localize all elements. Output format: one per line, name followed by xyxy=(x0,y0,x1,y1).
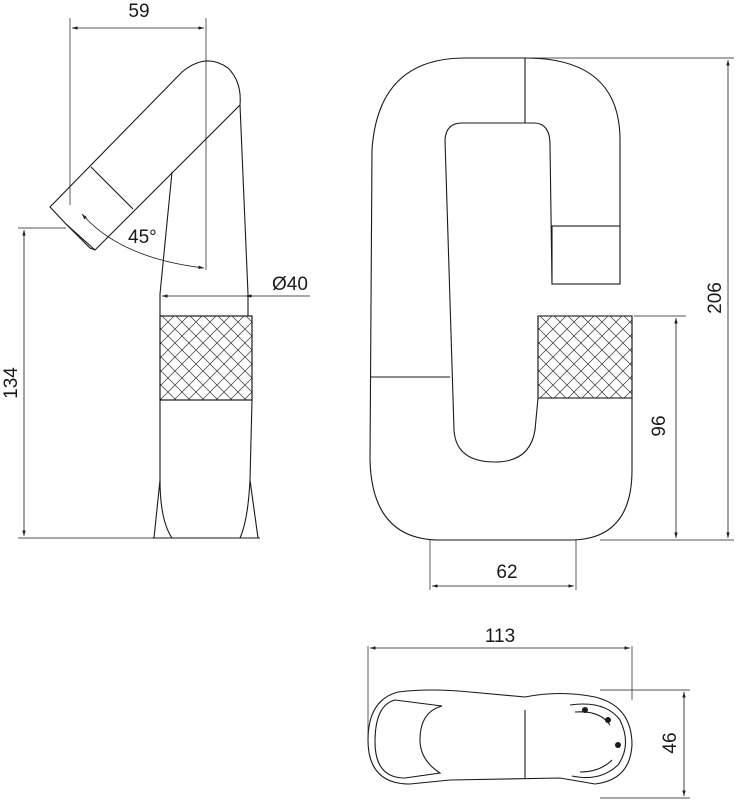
front-knurl-collar xyxy=(537,315,633,399)
front-view: 62 206 96 xyxy=(369,57,734,590)
dim-top-depth: 46 xyxy=(660,732,681,753)
dim-base-diameter: Ø40 xyxy=(272,274,308,295)
top-outer-outline xyxy=(367,689,633,785)
top-view: 113 46 xyxy=(367,626,690,799)
dim-spout-angle: 45° xyxy=(128,227,157,248)
dim-side-height: 134 xyxy=(1,367,22,399)
side-spout-ring xyxy=(90,166,134,210)
top-knurl-handle xyxy=(569,703,627,779)
front-outer-outline xyxy=(369,57,633,541)
dim-front-base-width: 62 xyxy=(496,562,517,583)
side-body xyxy=(159,104,249,316)
side-spout-arm xyxy=(49,60,241,251)
side-base xyxy=(153,399,259,539)
dim-front-total-height: 206 xyxy=(705,282,726,314)
side-view: 59 45° Ø40 134 xyxy=(1,1,310,539)
dim-side-spout-width: 59 xyxy=(128,1,149,22)
dim-front-lower-height: 96 xyxy=(649,415,670,436)
front-spout-outlet xyxy=(551,225,621,285)
dim-top-length: 113 xyxy=(485,626,515,647)
